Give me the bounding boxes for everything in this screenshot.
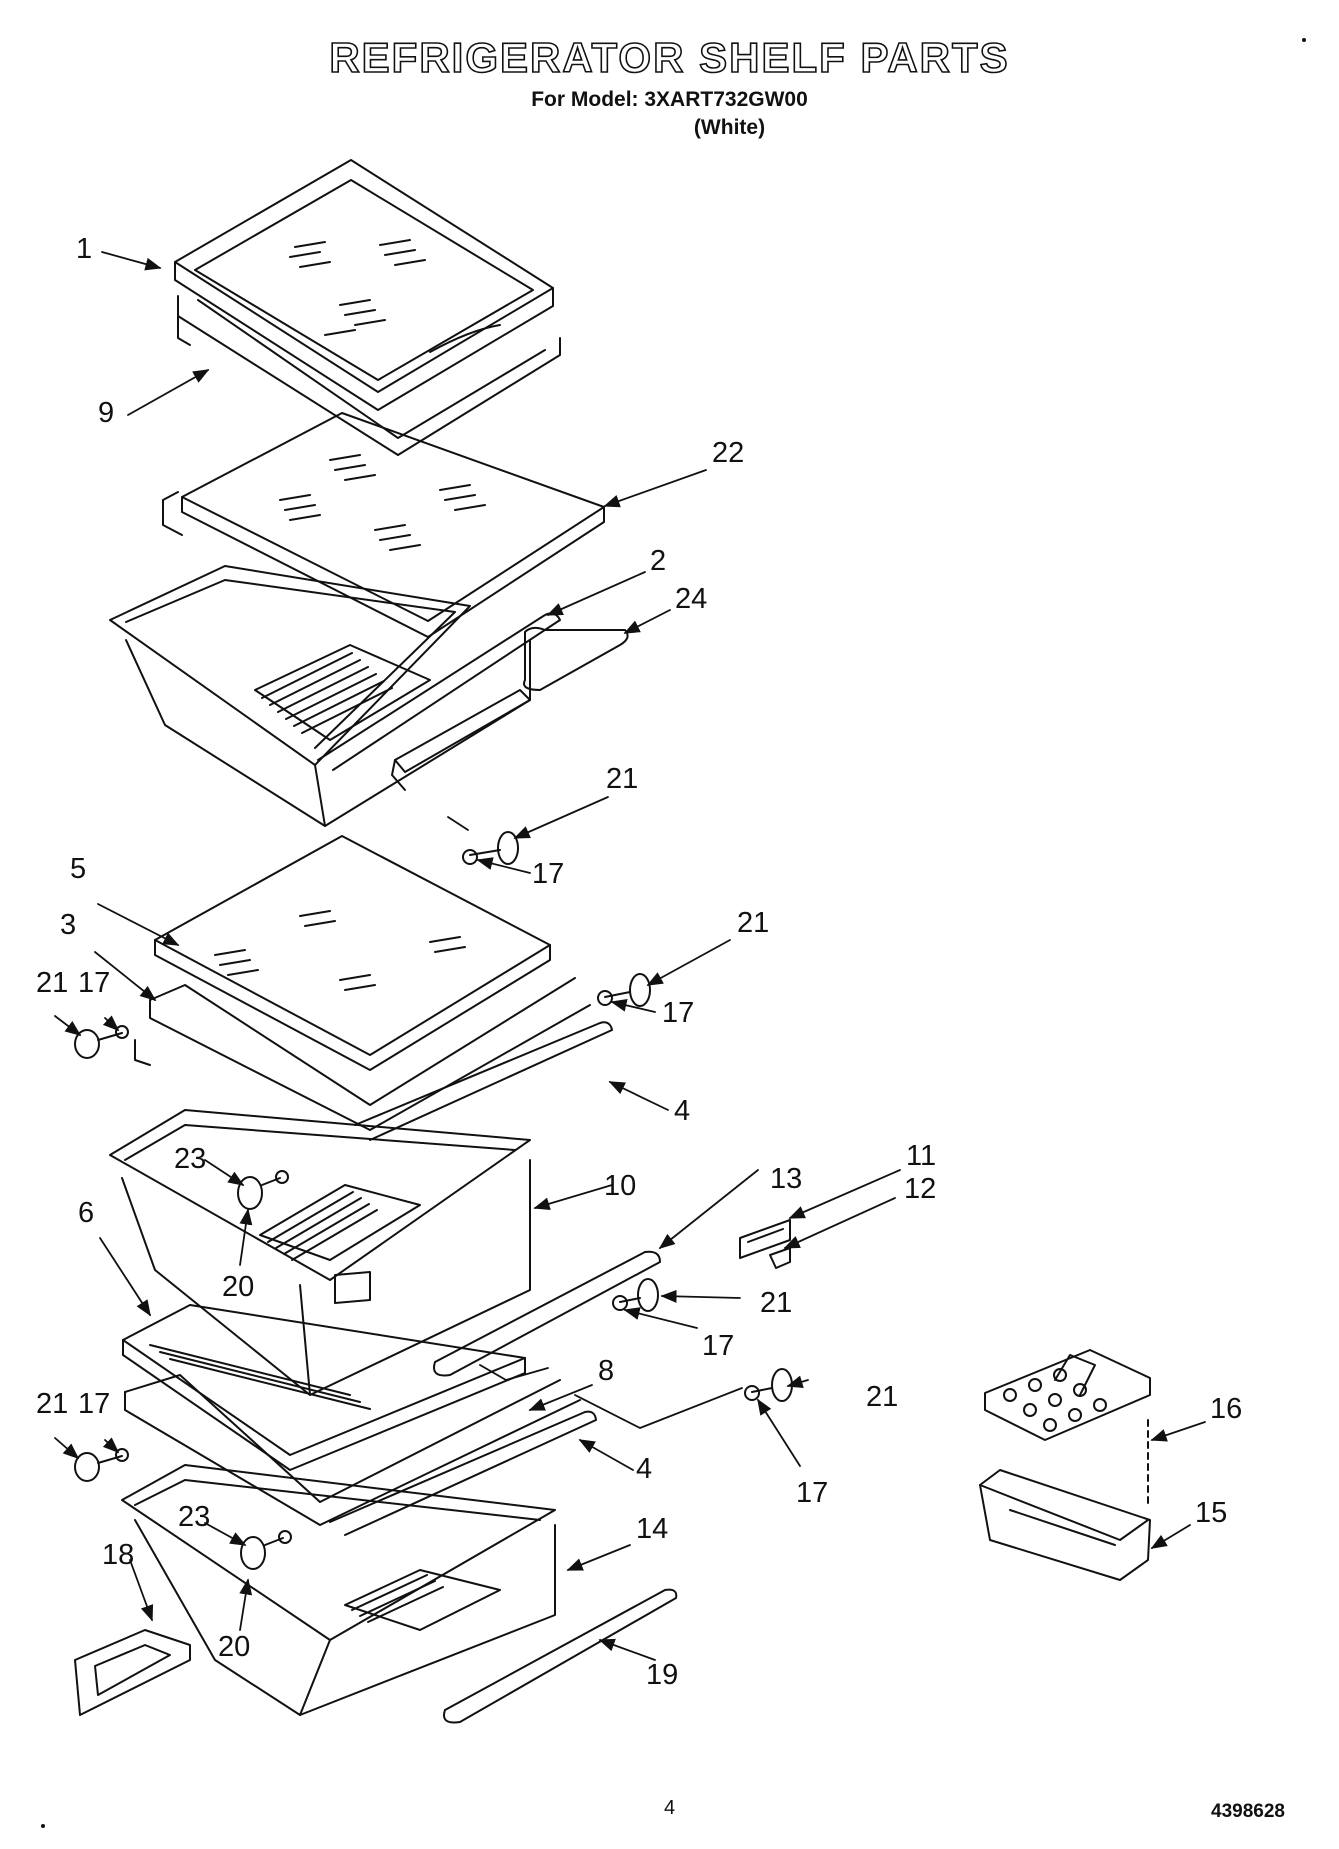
corner-mark: [1302, 38, 1306, 42]
drawer-handle-trim: [433, 1250, 661, 1377]
callout-21: 21: [36, 1388, 68, 1420]
callout-17: 17: [796, 1477, 828, 1509]
callout-11: 11: [906, 1140, 936, 1172]
callout-4: 4: [636, 1453, 652, 1485]
callout-17: 17: [78, 967, 110, 999]
callout-1: 1: [76, 233, 92, 265]
page-number: 4: [664, 1797, 676, 1819]
callout-8: 8: [598, 1355, 614, 1387]
document-number: 4398628: [1211, 1801, 1285, 1822]
middle-crisper-drawer: [109, 1109, 531, 1396]
wheel-assembly-21-17-b: [597, 973, 651, 1007]
callout-16: 16: [1210, 1393, 1242, 1425]
callout-21: 21: [36, 967, 68, 999]
callout-17: 17: [532, 858, 564, 890]
callout-20: 20: [222, 1271, 254, 1303]
wheel-assembly-23-20-b: [240, 1530, 292, 1570]
lower-crisper-drawer: [121, 1464, 556, 1716]
callout-2: 2: [650, 545, 666, 577]
callout-21: 21: [606, 763, 638, 795]
shelf-front-trim: [329, 1410, 597, 1536]
callout-17: 17: [662, 997, 694, 1029]
callout-5: 5: [70, 853, 86, 885]
callout-18: 18: [102, 1539, 134, 1571]
callout-4: 4: [674, 1095, 690, 1127]
callout-23: 23: [178, 1501, 210, 1533]
callout-14: 14: [636, 1513, 668, 1545]
wheel-assembly-21-17-d: [612, 1278, 659, 1312]
callout-9: 9: [98, 397, 114, 429]
corner-mark: [41, 1824, 45, 1828]
drawer-handle-trim: [523, 626, 629, 691]
wheel-assembly-21-17-c: [74, 1025, 129, 1059]
middle-glass-shelf: [154, 835, 551, 1071]
callout-21: 21: [737, 907, 769, 939]
upper-glass-shelf: [174, 159, 554, 411]
callout-21: 21: [760, 1287, 792, 1319]
label-holder: [74, 1629, 191, 1716]
callout-6: 6: [78, 1197, 94, 1229]
callout-21: 21: [866, 1381, 898, 1413]
callout-19: 19: [646, 1659, 678, 1691]
lower-glass-shelf: [122, 1304, 526, 1471]
bracket: [739, 1219, 791, 1269]
callout-17: 17: [78, 1388, 110, 1420]
callout-3: 3: [60, 909, 76, 941]
model-line: For Model: 3XART732GW00: [531, 88, 808, 111]
wheel-assembly-21-17-a: [462, 831, 519, 865]
wheel-assembly-21-17-f: [74, 1448, 129, 1482]
callout-labels: 1 9 22 2 24 21 17 5 21 3 21 17 17 4 11 2…: [36, 233, 1242, 1691]
page-title: REFRIGERATOR SHELF PARTS: [329, 33, 1010, 82]
wheel-assembly-23-20-a: [237, 1170, 289, 1210]
lower-shelf-frame: [124, 1374, 581, 1526]
callout-15: 15: [1195, 1497, 1227, 1529]
callout-22: 22: [712, 437, 744, 469]
callout-17: 17: [702, 1330, 734, 1362]
leader-lines: [54, 251, 1206, 1661]
drawer-bottom-trim: [443, 1588, 678, 1724]
callout-24: 24: [675, 583, 707, 615]
callout-12: 12: [904, 1173, 936, 1205]
callout-13: 13: [770, 1163, 802, 1195]
shelf-frame: [177, 295, 561, 456]
wheel-assembly-21-17-e: [744, 1368, 793, 1402]
callout-23: 23: [174, 1143, 206, 1175]
callout-10: 10: [604, 1170, 636, 1202]
callout-20: 20: [218, 1631, 250, 1663]
shelf-front-trim: [354, 1021, 613, 1141]
middle-shelf-frame: [134, 977, 591, 1131]
color-line: (White): [693, 116, 766, 139]
upper-crisper-drawer: [109, 565, 531, 827]
egg-bin: [979, 1349, 1151, 1581]
